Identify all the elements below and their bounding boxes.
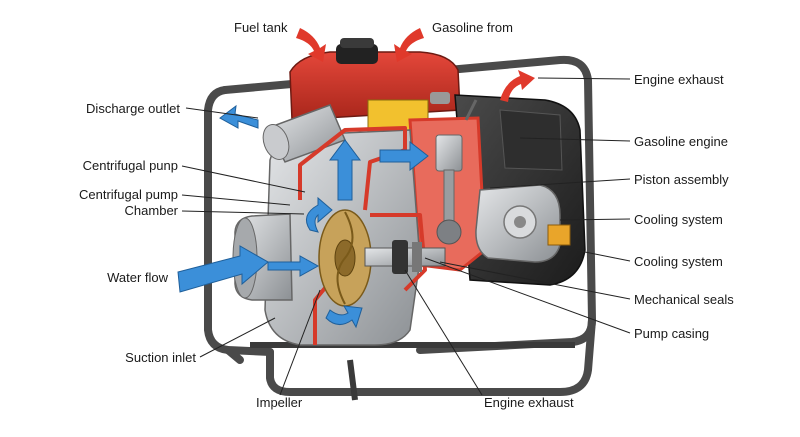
label-chamber: Chamber xyxy=(60,203,178,218)
label-water-flow: Water flow xyxy=(60,270,168,285)
impeller xyxy=(319,210,371,306)
label-engine-exhaust-bottom: Engine exhaust xyxy=(484,395,574,410)
label-discharge-outlet: Discharge outlet xyxy=(60,101,180,116)
label-gasoline-from: Gasoline from xyxy=(432,20,513,35)
label-impeller: Impeller xyxy=(256,395,302,410)
label-centrifugal-punp: Centrifugal punp xyxy=(60,158,178,173)
label-engine-exhaust-top: Engine exhaust xyxy=(634,72,724,87)
label-gasoline-engine: Gasoline engine xyxy=(634,134,728,149)
label-cooling-system-2: Cooling system xyxy=(634,254,723,269)
label-suction-inlet: Suction inlet xyxy=(60,350,196,365)
label-centrifugal-pump: Centrifugal pump xyxy=(60,187,178,202)
label-cooling-system-1: Cooling system xyxy=(634,212,723,227)
label-piston-assembly: Piston assembly xyxy=(634,172,729,187)
cooling-system-cover xyxy=(476,185,570,262)
label-pump-casing: Pump casing xyxy=(634,326,709,341)
label-mechanical-seals: Mechanical seals xyxy=(634,292,734,307)
label-fuel-tank: Fuel tank xyxy=(234,20,287,35)
